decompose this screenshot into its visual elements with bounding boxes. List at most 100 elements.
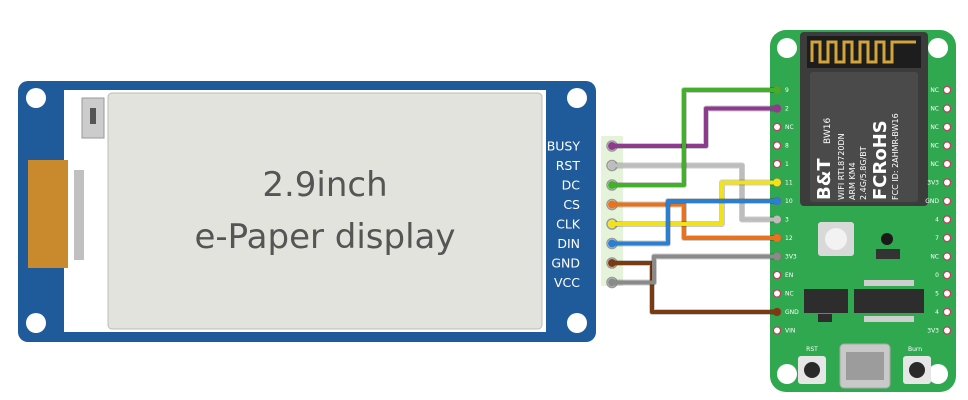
wire-end [773,197,781,205]
epaper-module: 2.9inch e-Paper display BUSYRSTDCCSCLKDI… [18,81,623,342]
mcu-left-pin-label: NC [785,124,794,131]
mount-hole [928,364,948,384]
wires [608,86,781,316]
wire-cs [612,202,777,240]
wire-end [608,220,616,228]
wire-end [608,278,616,287]
mount-hole [777,364,797,384]
reset-button-cap[interactable] [804,362,820,378]
mcu-right-pin-label: 3V3 [927,328,939,335]
smd-resistor [876,249,900,259]
display-pin-label: CS [563,197,580,212]
led-indicator [881,233,893,245]
display-pin-label: GND [551,256,580,271]
mcu-right-pin-label: NC [930,254,939,261]
wire-end [608,142,616,150]
mcu-right-pin-label: 0 [935,272,939,279]
mcu-right-pin-label: NC [930,87,939,94]
mcu-left-pin-label: NC [785,291,794,298]
panel-edge [74,170,84,260]
wire-end [608,200,616,209]
mcu-left-pin-label: 2 [785,106,789,113]
wire-rst [612,163,777,222]
chip-pins [864,316,914,322]
mcu-left-pin [772,159,782,169]
wire-dc [612,88,777,187]
mcu-right-pin [942,196,952,206]
mcu-right-pin-label: NC [930,161,939,168]
mcu-left-pin [772,270,782,280]
mcu-right-pin-label: 5 [935,291,939,298]
wire-outline [612,162,777,223]
chip-line: ARM KM4 [848,162,857,200]
mcu-left-pin-label: 3 [785,217,789,224]
display-title-line1: 2.9inch [262,165,387,205]
epaper-screen [107,92,543,330]
mcu-left-pin-label: 8 [785,143,789,150]
mcu-left-pin-label: 3V3 [785,254,797,261]
mount-hole [26,88,46,108]
smd-part [818,314,832,322]
connector-pin [90,108,96,124]
mcu-right-pin [942,215,952,224]
display-pin-label: CLK [556,217,581,232]
regulator-chip [804,289,848,313]
reset-button-label: RST [806,346,818,353]
fpc-ribbon [28,160,68,268]
mcu-right-pin-label: NC [930,124,939,131]
wire-outline [612,105,777,149]
wire-outline [612,260,777,315]
mcu-left-pin [772,289,782,298]
wire-end [773,86,781,94]
mcu-left-pin [772,326,782,335]
mcu-left-pin-label: 12 [785,235,793,242]
mcu-right-pin [942,141,952,150]
chip-cert: FCRoHS [870,120,891,200]
mcu-right-pin [942,233,952,243]
mcu-right-pin [942,252,952,261]
wire-end [608,259,616,267]
chip-fcc: FCC ID: 2AHMR-BW16 [891,113,900,200]
burn-button-label: Burn [908,346,922,353]
pin-header-bg [601,136,623,286]
mcu-right-pin-label: GND [925,198,939,205]
mcu-right-pin-label: 4 [935,309,939,316]
mcu-right-pin [942,104,952,113]
mount-hole [567,88,587,108]
mcu-right-pin [942,85,952,95]
display-pin-label: RST [556,158,581,173]
display-pin-label: BUSY [547,139,581,154]
wire-end [773,234,781,242]
mcu-right-pin-label: 3V3 [927,180,939,187]
rf-shield [810,72,918,202]
wire-end [608,161,616,170]
wire-end [773,104,781,113]
mcu-right-pin [942,178,952,187]
mcu-left-pin-label: 9 [785,87,789,94]
wire-end [773,215,781,224]
wire-end [608,239,616,248]
mount-hole [26,313,46,333]
mcu-right-pin [942,122,952,132]
usb-uart-chip [854,289,924,313]
mcu-left-pin [772,122,782,132]
mcu-right-pin [942,289,952,298]
mount-hole [567,313,587,333]
mcu-right-pin [942,159,952,169]
bw16-board: B&T BW16 WIFI RTL8720DN ARM KM4 2.4G/5.8… [770,30,956,392]
antenna-trace [810,40,916,64]
chip-pins [864,280,914,286]
mcu-right-pin-label: 4 [935,217,939,224]
mcu-right-pin-label: 7 [935,235,939,242]
burn-button-cap[interactable] [909,362,925,378]
wire-end [608,181,616,189]
mcu-left-pin-label: 11 [785,180,793,187]
mcu-left-pin-label: GND [785,309,799,316]
crystal-top [825,228,847,250]
wire-end [773,178,781,187]
wire-outline [612,87,777,188]
wire-gnd [612,261,777,314]
chip-line: 2.4G/5.8G/BT [859,146,868,200]
chip-model: BW16 [823,118,833,144]
